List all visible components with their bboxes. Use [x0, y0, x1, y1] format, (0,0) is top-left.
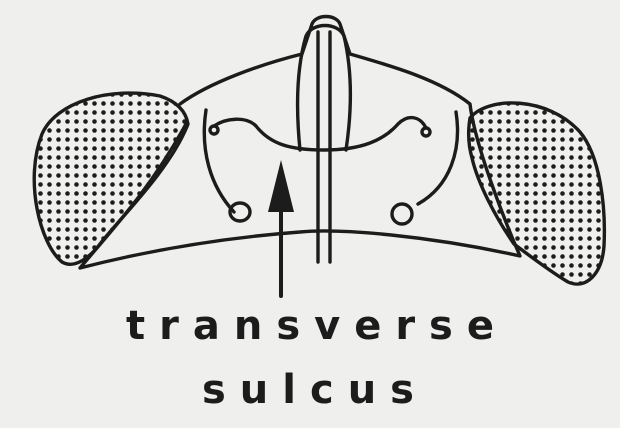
right-sulcus-pit [422, 128, 430, 136]
left-sulcus-pit [210, 126, 218, 134]
median-ridge [298, 26, 351, 151]
label-transverse: transverse [0, 306, 620, 346]
right-compound-eye [469, 103, 605, 284]
arrow-head [268, 160, 294, 212]
label-sulcus: sulcus [0, 370, 620, 410]
transverse-sulcus [214, 118, 426, 150]
left-compound-eye [34, 93, 188, 264]
left-lateral-suture [204, 110, 234, 212]
right-ocellus [392, 204, 412, 224]
